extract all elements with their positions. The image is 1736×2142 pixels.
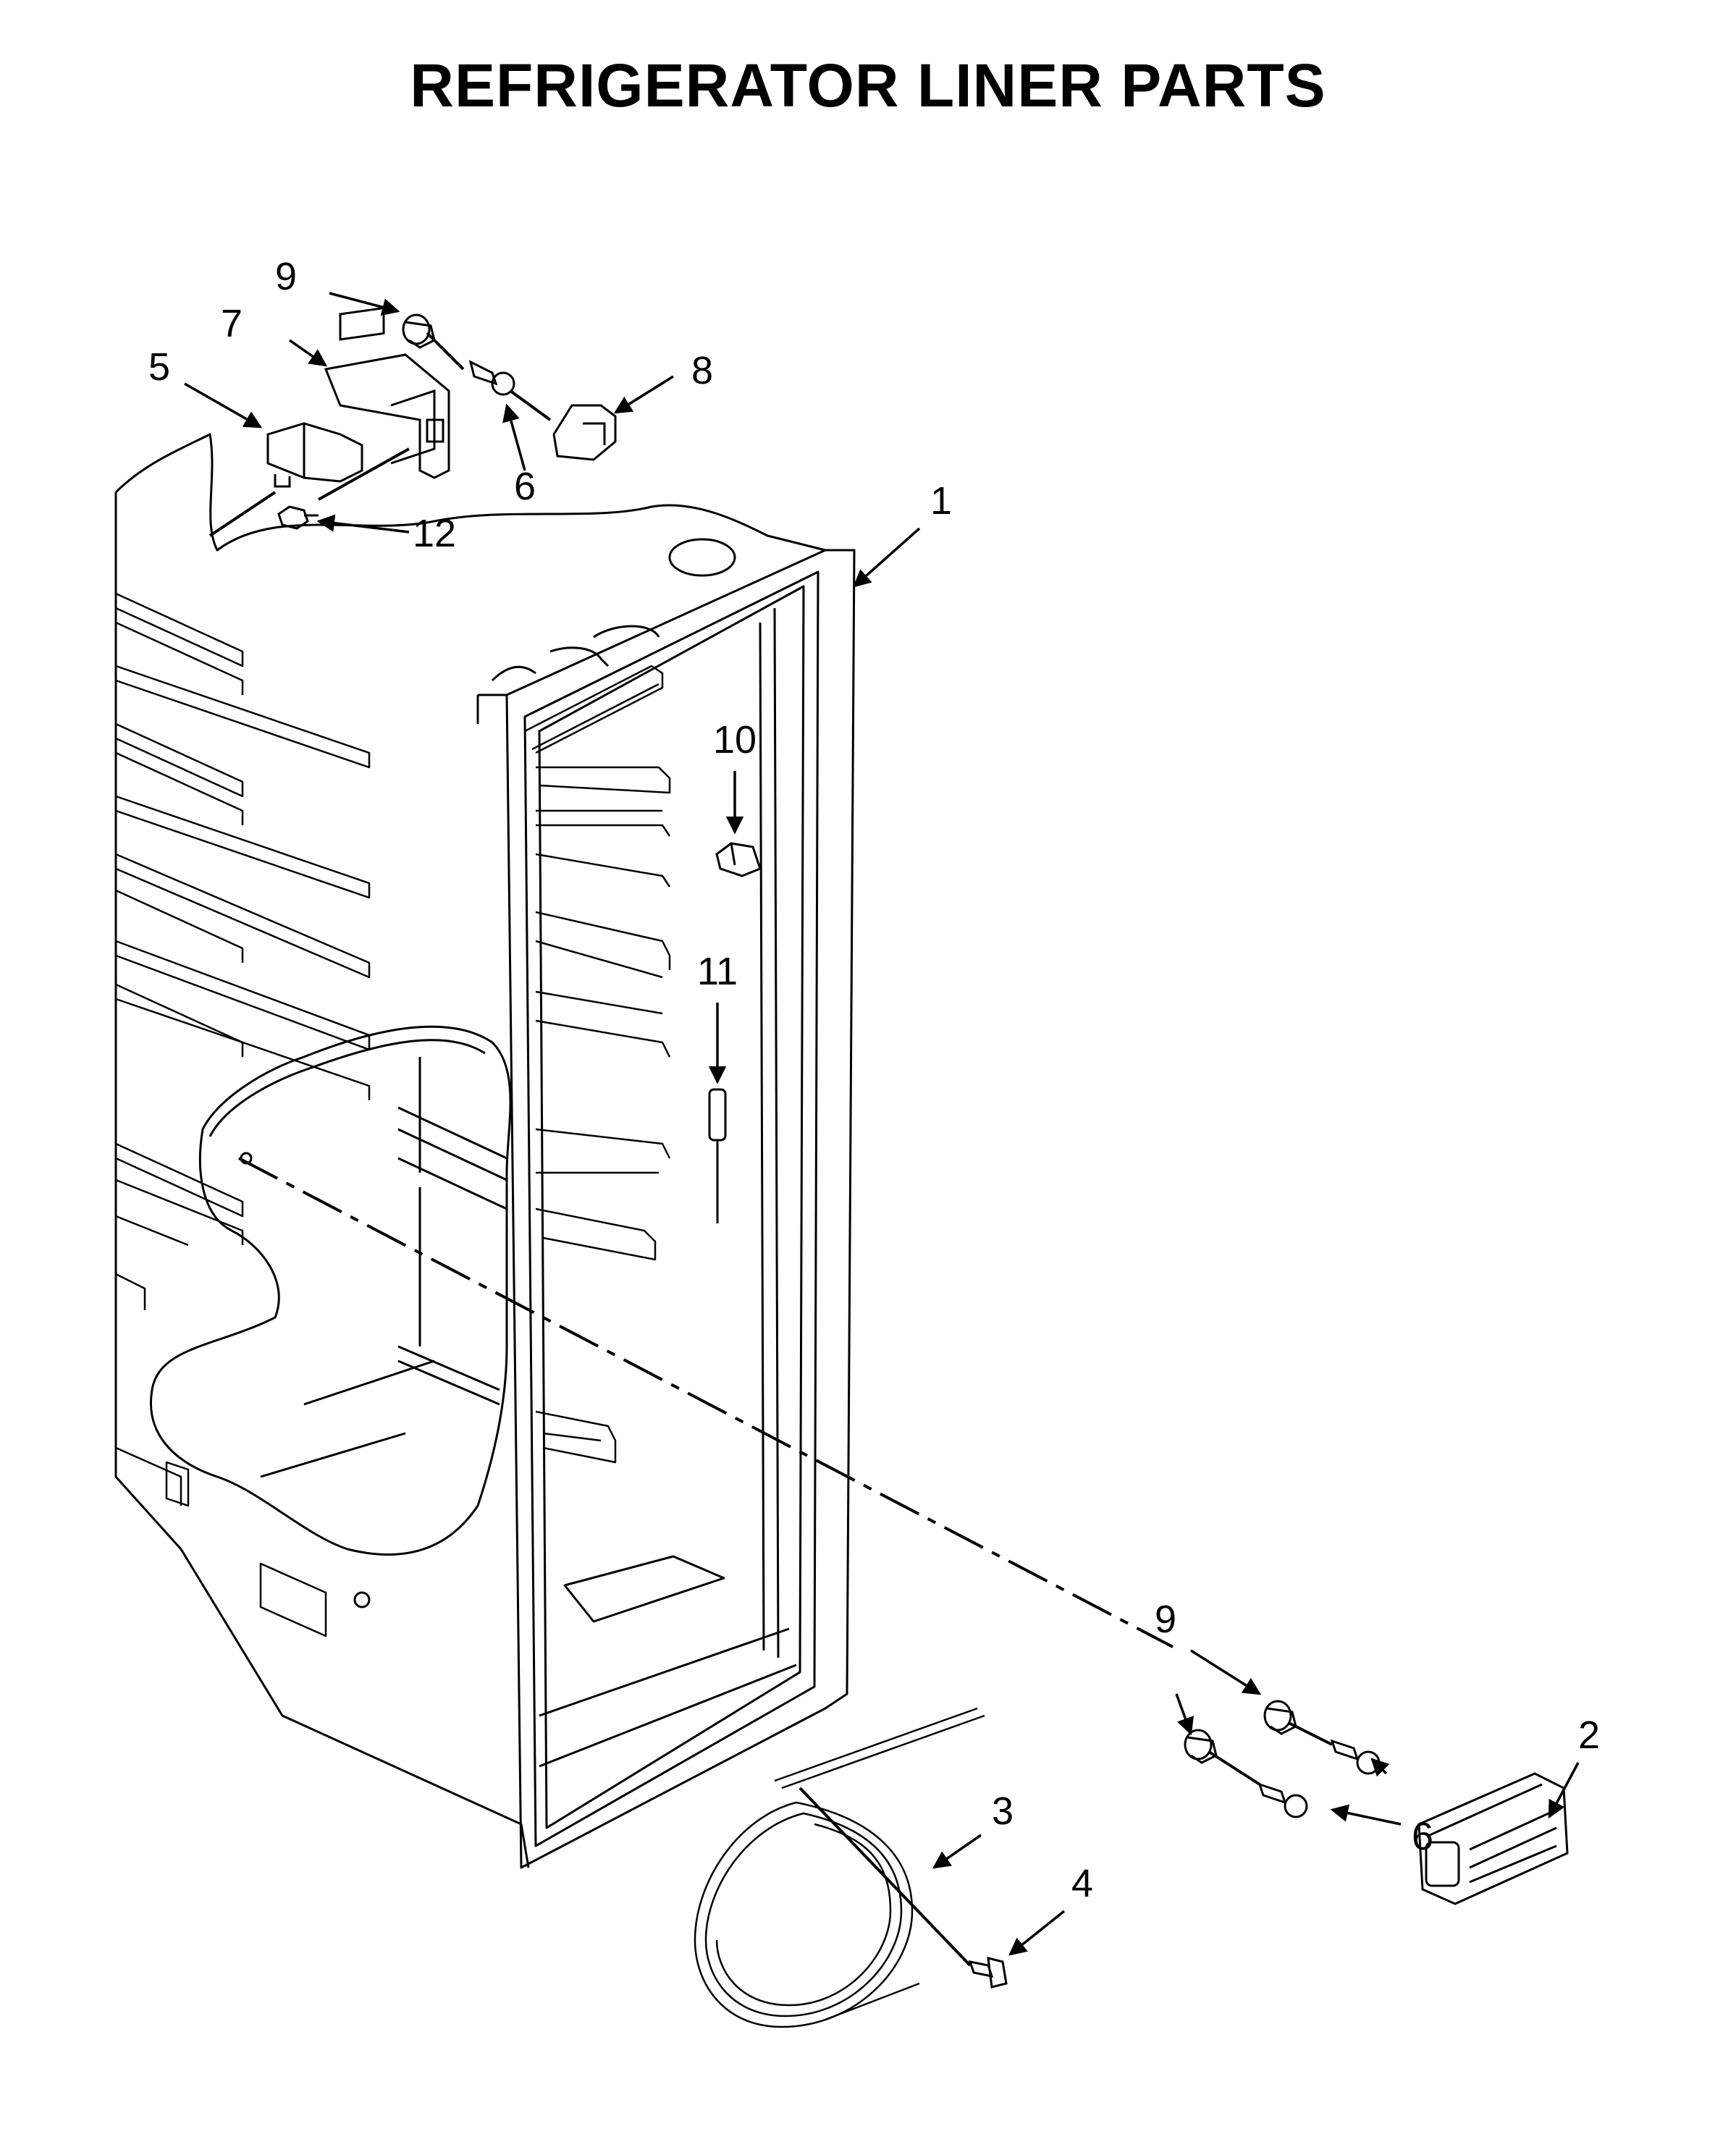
part-6-screw-bottom (1257, 1739, 1381, 1818)
part-5-control-housing (266, 422, 363, 488)
page-title: REFRIGERATOR LINER PARTS (410, 51, 1326, 119)
callout-label: 10 (713, 718, 757, 762)
part-12-screw (277, 505, 319, 530)
callout-label: 2 (1578, 1713, 1600, 1757)
callout-label: 9 (275, 255, 297, 298)
part-6-screw-top (468, 360, 515, 396)
callout-label: 11 (697, 950, 738, 993)
callout-label: 5 (148, 345, 170, 389)
part-4-screw (968, 1957, 1008, 1989)
callout-label: 6 (1412, 1815, 1433, 1858)
callout-label: 8 (691, 349, 713, 392)
part-9-knob-top (402, 313, 436, 349)
callout-label: 12 (413, 512, 456, 555)
callout-label: 6 (514, 465, 536, 508)
part-7-thermostat-housing (324, 306, 450, 479)
callout-label: 7 (221, 302, 243, 345)
refrigerator-liner (114, 433, 856, 1869)
callout-label: 9 (1155, 1598, 1176, 1641)
part-9-knob-bottom (1184, 1700, 1297, 1764)
part-10-clip (715, 842, 762, 877)
part-2-drain-pan (1417, 1772, 1569, 1905)
leader-lines (208, 332, 1333, 1967)
callout-labels: 9 7 5 8 6 12 1 10 11 9 2 3 6 4 (148, 255, 1600, 1905)
callout-label: 4 (1071, 1862, 1093, 1905)
callout-label: 3 (992, 1789, 1014, 1833)
callout-label: 1 (930, 479, 952, 523)
part-8-cover (552, 404, 617, 461)
part-11-sensor (708, 1088, 727, 1223)
part-3-tubing (694, 1707, 985, 2028)
callout-arrows (184, 292, 1580, 1956)
